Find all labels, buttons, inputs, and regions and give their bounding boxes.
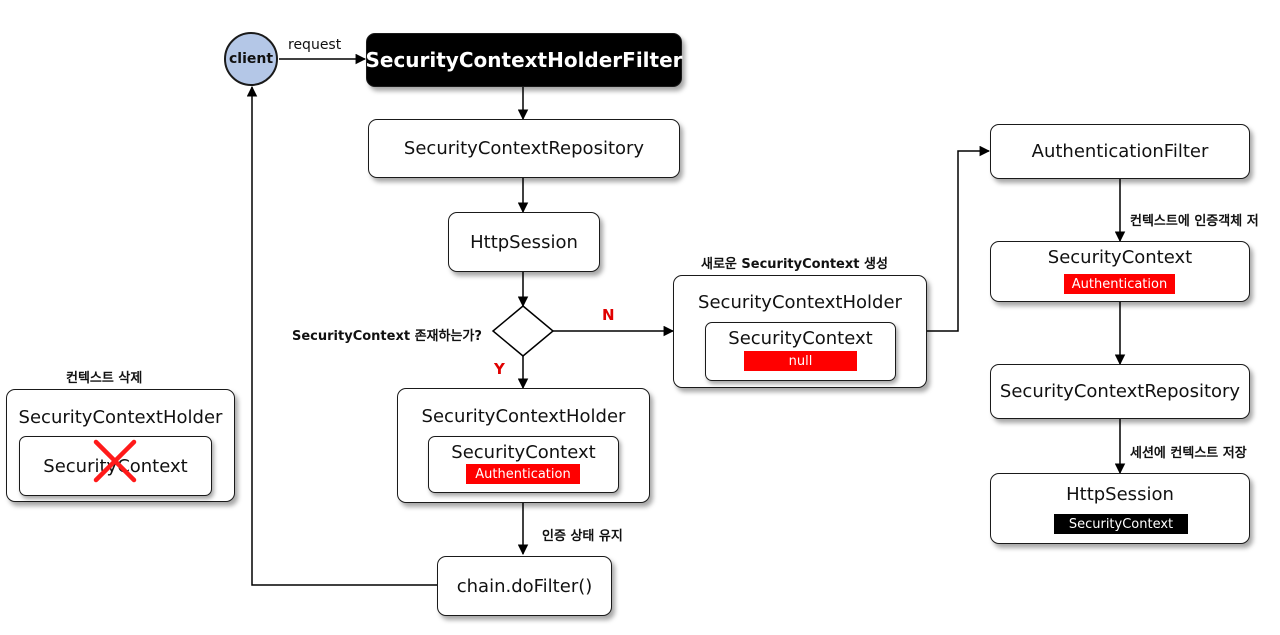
right-auth-badge: Authentication: [1064, 274, 1175, 294]
decision-yes-label: Y: [494, 360, 505, 378]
existing-holder-box: SecurityContextHolder SecurityContext Au…: [397, 388, 650, 503]
new-context-caption: 새로운 SecurityContext 생성: [701, 257, 888, 272]
right-context-box: SecurityContext Authentication: [990, 241, 1250, 302]
filter-label: SecurityContextHolderFilter: [365, 48, 683, 72]
cleanup-context-title: SecurityContext: [43, 455, 188, 477]
decision-no-label: N: [602, 306, 615, 324]
existing-context-box: SecurityContext Authentication: [428, 436, 619, 493]
new-holder-box: SecurityContextHolder SecurityContext nu…: [673, 275, 927, 388]
right-session-box: HttpSession SecurityContext: [990, 473, 1250, 544]
existing-context-title: SecurityContext: [451, 442, 596, 463]
null-badge: null: [744, 351, 857, 371]
right-context-title: SecurityContext: [1047, 247, 1193, 268]
decision-diamond: [491, 305, 555, 357]
right-session-title: HttpSession: [1066, 484, 1174, 505]
authentication-filter-label: AuthenticationFilter: [1031, 141, 1209, 162]
dofilter-box: chain.doFilter(): [437, 556, 612, 616]
http-session-box: HttpSession: [448, 212, 600, 272]
cross-mark-icon: [93, 439, 137, 483]
authentication-filter-box: AuthenticationFilter: [990, 124, 1250, 179]
new-context-box: SecurityContext null: [705, 322, 896, 381]
cleanup-caption: 컨텍스트 삭제: [66, 371, 143, 386]
existing-holder-title: SecurityContextHolder: [421, 406, 626, 427]
dofilter-label: chain.doFilter(): [456, 575, 593, 597]
right-repository-box: SecurityContextRepository: [990, 364, 1250, 419]
security-context-holder-filter-box: SecurityContextHolderFilter: [365, 33, 683, 87]
arrow-newholder-to-authfilter: [927, 145, 991, 332]
repository-box: SecurityContextRepository: [368, 119, 680, 178]
new-context-title: SecurityContext: [728, 328, 873, 349]
request-label: request: [288, 37, 342, 53]
client-node: client: [224, 32, 278, 86]
arrow-dofilter-to-client: [246, 85, 437, 586]
store-auth-label: 컨텍스트에 인증객체 저: [1130, 214, 1259, 229]
cleanup-context-box: SecurityContext: [19, 436, 212, 496]
keep-auth-label: 인증 상태 유지: [542, 529, 623, 544]
save-session-label: 세션에 컨텍스트 저장: [1130, 446, 1247, 461]
cleanup-holder-box: SecurityContextHolder SecurityContext: [6, 389, 235, 502]
cleanup-holder-title: SecurityContextHolder: [18, 407, 223, 428]
session-context-badge: SecurityContext: [1054, 514, 1188, 534]
decision-question: SecurityContext 존재하는가?: [292, 329, 482, 344]
http-session-label: HttpSession: [470, 231, 578, 253]
new-holder-title: SecurityContextHolder: [698, 292, 902, 313]
client-label: client: [228, 51, 274, 67]
repository-label: SecurityContextRepository: [403, 138, 645, 159]
existing-auth-badge: Authentication: [466, 464, 580, 484]
right-repository-label: SecurityContextRepository: [999, 381, 1241, 402]
